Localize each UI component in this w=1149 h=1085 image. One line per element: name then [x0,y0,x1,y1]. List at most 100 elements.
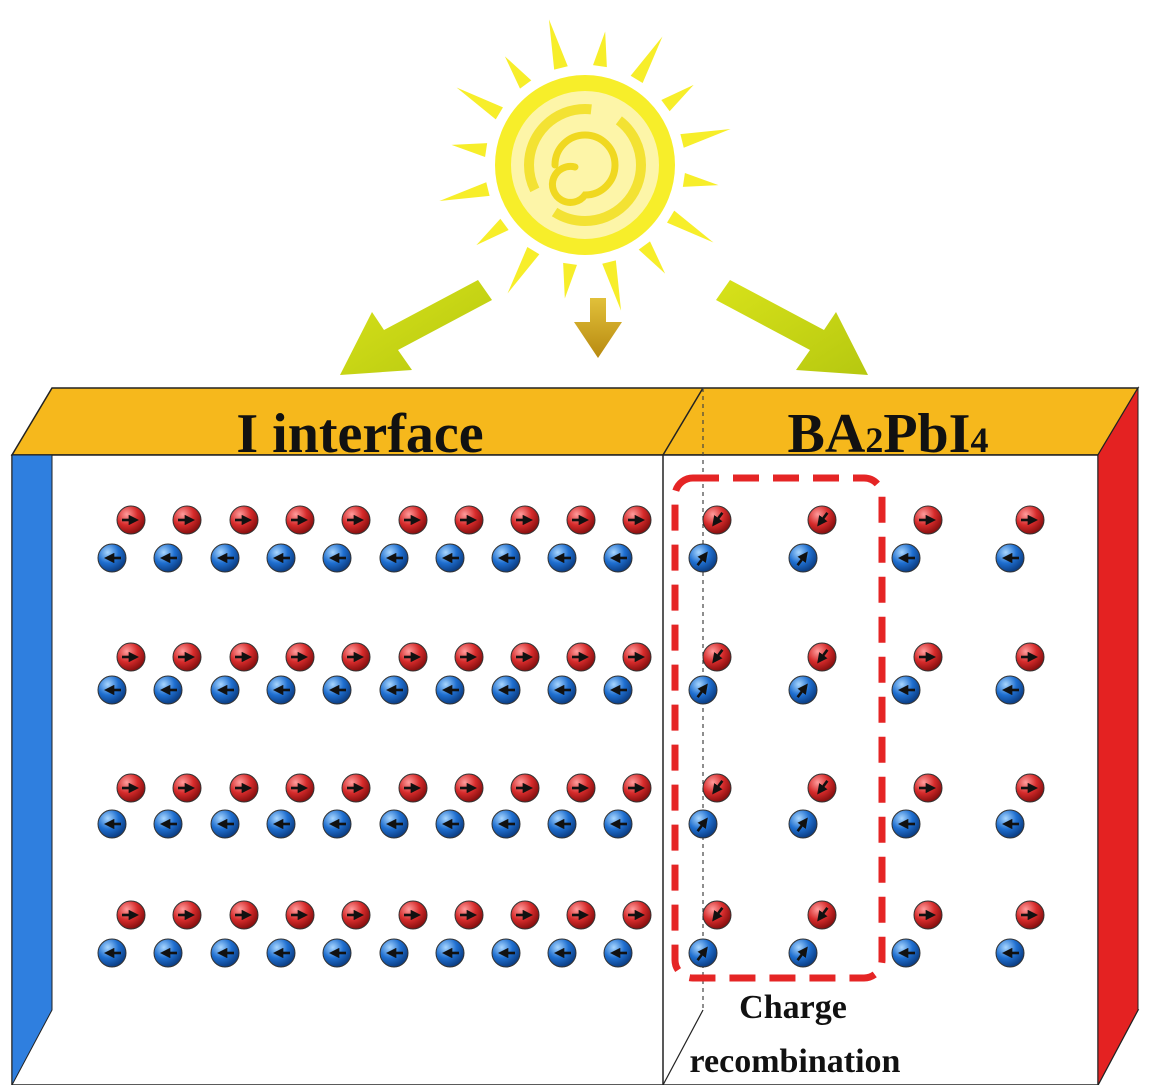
hole-sphere-icon [622,773,652,803]
sun-ray [661,84,694,112]
sun-ray [680,128,731,148]
spin-arrow [696,683,708,698]
hole-sphere-icon [172,900,202,930]
electron-sphere-icon [547,543,577,573]
hole-sphere-icon [398,900,428,930]
hole-sphere-icon [398,642,428,672]
electron-sphere-icon [322,543,352,573]
hole-sphere-icon [341,642,371,672]
sun-ray [476,218,509,246]
electron-sphere-icon [688,938,718,968]
electron-sphere-icon [491,809,521,839]
hole-sphere-icon [913,642,943,672]
spin-arrow [796,946,808,961]
spin-arrow [712,512,724,527]
hole-sphere-icon [807,505,837,535]
hole-sphere-icon [454,900,484,930]
spin-arrow [817,780,829,795]
electron-sphere-icon [688,809,718,839]
hole-sphere-icon [398,505,428,535]
electron-sphere-icon [688,675,718,705]
electron-sphere-icon [788,543,818,573]
hole-sphere-icon [622,642,652,672]
spin-arrow [817,512,829,527]
hole-sphere-icon [285,773,315,803]
spin-arrow [696,551,708,566]
hole-sphere-icon [622,505,652,535]
hole-sphere-icon [566,773,596,803]
hole-sphere-icon [913,505,943,535]
electron-sphere-icon [603,938,633,968]
hole-sphere-icon [229,773,259,803]
light-ray-arrow-right [716,280,868,375]
electron-sphere-icon [995,675,1025,705]
electron-sphere-icon [210,938,240,968]
hole-sphere-icon [1015,773,1045,803]
interface-divider-top [662,387,704,456]
spin-arrow [712,907,724,922]
hole-sphere-icon [172,505,202,535]
electron-sphere-icon [97,543,127,573]
electron-sphere-icon [266,938,296,968]
interface-divider-bottom [662,1009,704,1085]
electron-sphere-icon [322,938,352,968]
electron-sphere-icon [688,543,718,573]
electron-sphere-icon [435,543,465,573]
spin-arrow [712,649,724,664]
hole-sphere-icon [285,505,315,535]
electron-sphere-icon [153,809,183,839]
hole-sphere-icon [702,642,732,672]
hole-sphere-icon [172,773,202,803]
electron-sphere-icon [153,543,183,573]
spin-arrow [696,817,708,832]
electron-sphere-icon [891,675,921,705]
electron-sphere-icon [603,675,633,705]
sun-ray [667,210,714,243]
electron-sphere-icon [891,938,921,968]
spin-arrow [796,551,808,566]
electron-sphere-icon [379,809,409,839]
hole-sphere-icon [566,505,596,535]
hole-sphere-icon [229,505,259,535]
electron-sphere-icon [435,675,465,705]
electron-sphere-icon [435,938,465,968]
sun-ray [439,182,490,202]
electron-sphere-icon [210,543,240,573]
right-electrode [1097,386,1139,1085]
electron-sphere-icon [603,809,633,839]
hole-sphere-icon [807,900,837,930]
hole-sphere-icon [116,773,146,803]
electron-sphere-icon [153,938,183,968]
sun-ray [507,247,540,294]
electron-sphere-icon [547,675,577,705]
sun-ray [638,241,666,274]
hole-sphere-icon [807,642,837,672]
electron-sphere-icon [788,938,818,968]
right-region-title: BA2PbI4 [788,403,989,465]
light-arrows [340,280,868,375]
hole-sphere-icon [510,505,540,535]
hole-sphere-icon [1015,505,1045,535]
sun-ray [548,19,568,70]
electron-sphere-icon [97,675,127,705]
electron-sphere-icon [266,543,296,573]
hole-sphere-icon [229,900,259,930]
hole-sphere-icon [341,773,371,803]
hole-sphere-icon [913,900,943,930]
sun-ray [602,260,622,311]
sun-ray [456,87,503,120]
hole-sphere-icon [702,505,732,535]
sun-ray [504,56,532,89]
charge-carriers [97,505,1045,968]
light-ray-arrow-left [340,280,492,375]
hole-sphere-icon [454,642,484,672]
electron-sphere-icon [266,809,296,839]
hole-sphere-icon [172,642,202,672]
hole-sphere-icon [1015,642,1045,672]
electron-sphere-icon [210,809,240,839]
hole-sphere-icon [1015,900,1045,930]
recombination-label: recombination [690,1043,901,1080]
electron-sphere-icon [788,675,818,705]
hole-sphere-icon [622,900,652,930]
electron-sphere-icon [210,675,240,705]
